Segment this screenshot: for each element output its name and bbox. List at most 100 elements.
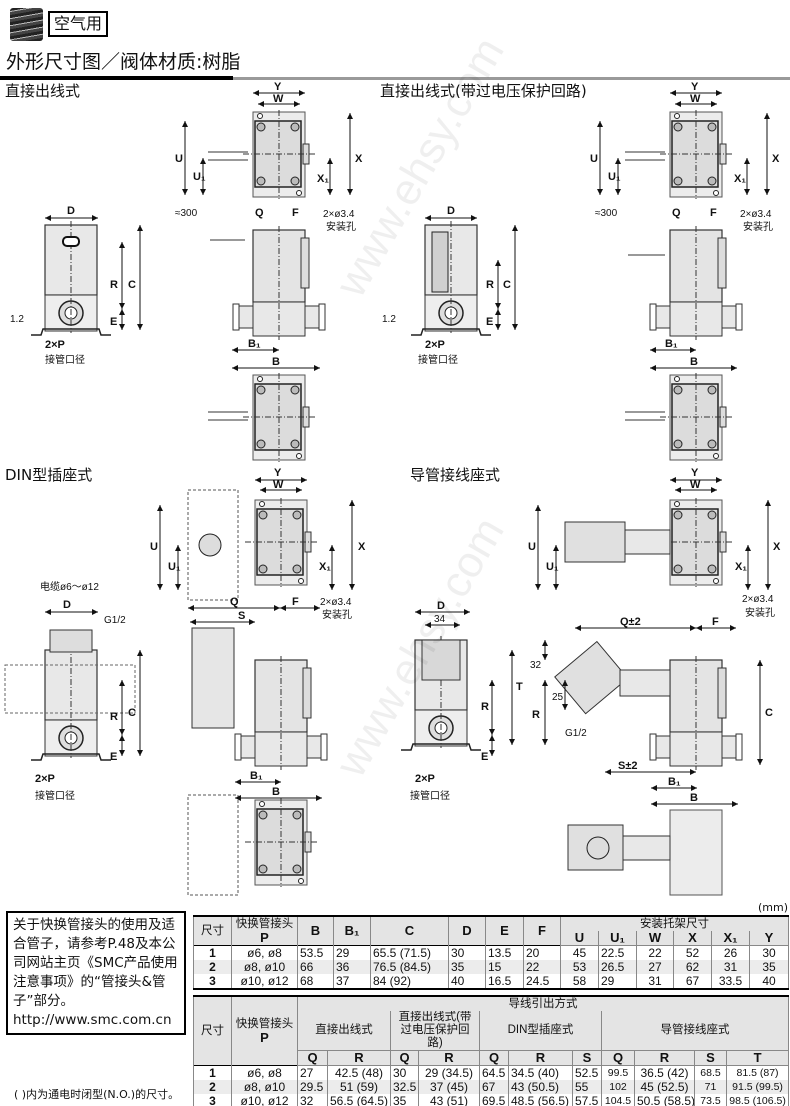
port-cell: ø10, ø12 [231,1094,298,1106]
svg-text:32: 32 [530,660,542,671]
svg-text:G1/2: G1/2 [565,728,587,739]
port-cell: ø10, ø12 [231,974,298,990]
column-header-C: C [370,915,449,946]
column-header-U₁: U₁ [598,931,637,946]
value-cell: 68.5 [694,1065,727,1080]
svg-text:X₁: X₁ [734,173,746,185]
port-cell: ø6, ø8 [231,945,298,960]
svg-text:X: X [773,541,781,553]
svg-text:W: W [273,479,284,491]
column-header-S: S [572,1050,602,1066]
value-cell: 45 (52.5) [634,1080,695,1094]
port-header-symbol: P [260,1030,269,1045]
svg-text:接管口径: 接管口径 [418,353,458,366]
svg-text:R: R [532,709,540,721]
column-header-U: U [560,931,599,946]
value-cell: 27 [636,960,674,974]
svg-text:U₁: U₁ [608,171,621,183]
column-header-W: W [636,931,674,946]
svg-text:C: C [765,707,773,719]
value-cell: 35 [390,1094,419,1106]
svg-text:U: U [528,541,536,553]
column-header-Q: Q [479,1050,509,1066]
svg-text:安装孔: 安装孔 [326,220,356,233]
value-cell: 55 [572,1080,602,1094]
value-cell: 29.5 [297,1080,328,1094]
value-cell: 26.5 [598,960,637,974]
svg-text:B₁: B₁ [248,338,261,350]
svg-text:≈300: ≈300 [595,208,618,219]
svg-text:D: D [63,599,71,611]
value-cell: 29 [333,945,371,960]
column-header-F: F [523,915,561,946]
svg-text:B: B [272,356,280,368]
svg-text:B: B [690,792,698,804]
svg-text:X₁: X₁ [319,561,331,573]
wiring-group-header: 导线引出方式 [296,995,790,1011]
svg-text:Y: Y [274,467,282,479]
svg-text:安装孔: 安装孔 [745,606,775,619]
wiring-subgroup-header: DIN型插座式 [479,1011,602,1051]
title-rule-gray [233,77,790,80]
svg-text:34: 34 [434,614,446,625]
value-cell: 22 [636,945,674,960]
size-cell: 2 [193,1080,232,1094]
fitting-note-text: 关于快换管接头的使用及适合管子，请参考P.48及本公司网站主页《SMC产品使用注… [13,917,178,1009]
value-cell: 16.5 [485,974,524,990]
value-cell: 40 [748,974,790,990]
column-header-D: D [448,915,486,946]
svg-text:U: U [150,541,158,553]
value-cell: 67 [479,1080,509,1094]
wiring-subgroup-header: 导管接线座式 [600,1011,790,1051]
value-cell: 48.5 (56.5) [508,1094,573,1106]
svg-text:接管口径: 接管口径 [45,353,85,366]
svg-text:接管口径: 接管口径 [410,789,450,802]
port-cell: ø6, ø8 [231,1065,298,1080]
port-cell: ø8, ø10 [231,960,298,974]
value-cell: 91.5 (99.5) [725,1080,790,1094]
value-cell: 29 (34.5) [418,1065,480,1080]
svg-text:1.2: 1.2 [382,314,396,325]
svg-text:U₁: U₁ [193,171,206,183]
value-cell: 33.5 [711,974,750,990]
value-cell: 58 [560,974,599,990]
svg-text:2×P: 2×P [415,773,435,785]
column-header-E: E [485,915,524,946]
svg-text:R: R [110,279,118,291]
column-header-S: S [694,1050,727,1066]
footnote: ( )内为通电时闭型(N.O.)的尺寸。 [14,1088,180,1101]
svg-text:Q: Q [230,596,239,608]
value-cell: 73.5 [694,1094,727,1106]
svg-text:2×ø3.4: 2×ø3.4 [740,209,772,220]
page-title: 外形尺寸图／阀体材质:树脂 [6,51,241,73]
value-cell: 53 [560,960,599,974]
svg-text:B: B [272,786,280,798]
value-cell: 32 [297,1094,328,1106]
svg-text:Q: Q [672,207,681,219]
size-cell: 3 [193,1094,232,1106]
watermark: www.ehsy.com [326,29,514,306]
column-header-Q: Q [297,1050,328,1066]
column-header-X₁: X₁ [711,931,750,946]
section-title-direct: 直接出线式 [5,82,81,100]
value-cell: 42.5 (48) [327,1065,391,1080]
column-header-B: B [297,915,334,946]
value-cell: 43 (51) [418,1094,480,1106]
value-cell: 62 [673,960,712,974]
section-title-din: DIN型插座式 [5,466,93,484]
value-cell: 51 (59) [327,1080,391,1094]
svg-text:E: E [110,316,117,328]
svg-text:F: F [292,596,299,608]
svg-text:D: D [447,205,455,217]
svg-text:E: E [110,751,117,763]
column-header-R: R [634,1050,695,1066]
value-cell: 40 [448,974,486,990]
website-link[interactable]: http://www.smc.com.cn [13,1012,172,1028]
svg-text:S: S [238,610,245,622]
section-title-direct-surge: 直接出线式(带过电压保护回路) [380,82,587,100]
